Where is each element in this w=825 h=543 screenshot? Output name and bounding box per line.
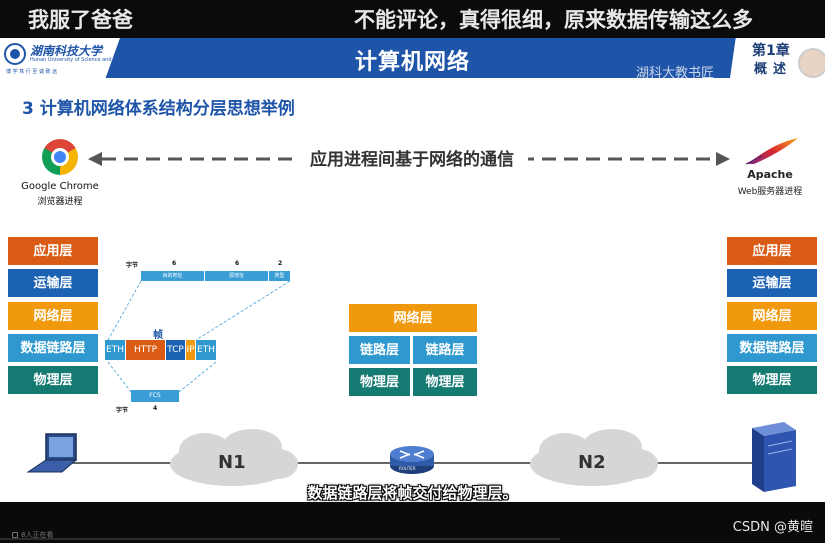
frame-dest-size: 6 — [172, 260, 176, 267]
slide-header: 湖南科技大学 Hunan University of Science and T… — [0, 38, 825, 78]
server-layer-transport: 运输层 — [727, 269, 817, 299]
csdn-watermark: CSDN @黄暄 — [733, 516, 813, 535]
router-label: ROUTER — [399, 466, 416, 471]
server-name: Apache — [730, 168, 810, 181]
danmaku-comment: 不能评论，真得很细，原来数据传输这么多 — [354, 4, 753, 34]
danmaku-comment: 我服了爸爸 — [28, 4, 133, 34]
laptop-icon — [28, 434, 76, 472]
client-name: Google Chrome — [10, 181, 110, 192]
client-process: 浏览器进程 — [10, 194, 110, 207]
frame-cell-ip: IP — [186, 340, 196, 360]
chapter-name: 概述 — [754, 58, 792, 77]
router-layer-link-right: 链路层 — [413, 336, 477, 366]
router-layer-link-left: 链路层 — [349, 336, 412, 366]
server-layer-physical: 物理层 — [727, 366, 817, 396]
client-layer-transport: 运输层 — [8, 269, 98, 299]
apache-feather-icon — [742, 134, 802, 168]
section-title: 3 计算机网络体系结构分层思想举例 — [22, 94, 295, 119]
server-layer-link: 数据链路层 — [727, 334, 817, 364]
progress-track[interactable] — [0, 538, 560, 540]
router-layer-physical-right: 物理层 — [413, 368, 477, 398]
server-layer-application: 应用层 — [727, 237, 817, 267]
video-slide[interactable]: 湖南科技大学 Hunan University of Science and T… — [0, 38, 825, 502]
chrome-icon — [42, 139, 78, 175]
frame-src-address: 源地址 — [205, 271, 269, 281]
frame-cell-eth-trailer: ETH — [196, 340, 216, 360]
client-layer-application: 应用层 — [8, 237, 98, 267]
fcs-size: 4 — [153, 405, 157, 412]
watermark: 湖科大教书匠 — [636, 62, 714, 81]
danmaku-bar: 我服了爸爸 不能评论，真得很细，原来数据传输这么多 — [0, 0, 825, 38]
router-layer-physical-left: 物理层 — [349, 368, 412, 398]
frame-cell-eth-header: ETH — [105, 340, 126, 360]
frame-dest-address: 目的地址 — [141, 271, 205, 281]
server-layer-network: 网络层 — [727, 302, 817, 332]
server-process: Web服务器进程 — [722, 184, 818, 197]
client-layer-link: 数据链路层 — [8, 334, 98, 364]
client-layer-network: 网络层 — [8, 302, 98, 332]
frame-bytes-label: 字节 — [126, 260, 138, 269]
frame-type-size: 2 — [278, 260, 282, 267]
communication-label: 应用进程间基于网络的通信 — [296, 147, 528, 173]
frame-type: 类型 — [269, 271, 290, 281]
chapter-number: 第1章 — [752, 40, 790, 60]
frame-fcs: FCS — [131, 390, 179, 402]
frame-cell-http: HTTP — [126, 340, 166, 360]
presenter-avatar — [798, 48, 825, 78]
player-bottom-bar: 8人正在看 CSDN @黄暄 — [0, 502, 825, 543]
video-subtitle: 数据链路层将帧交付给物理层。 — [0, 482, 825, 502]
frame-title: 帧 — [153, 326, 163, 341]
network-n1-label: N1 — [218, 452, 246, 473]
router-layer-network: 网络层 — [349, 304, 477, 334]
fcs-bytes-label: 字节 — [116, 405, 128, 414]
client-layer-physical: 物理层 — [8, 366, 98, 396]
frame-cell-tcp: TCP — [166, 340, 186, 360]
network-n2-label: N2 — [578, 452, 606, 473]
frame-src-size: 6 — [235, 260, 239, 267]
